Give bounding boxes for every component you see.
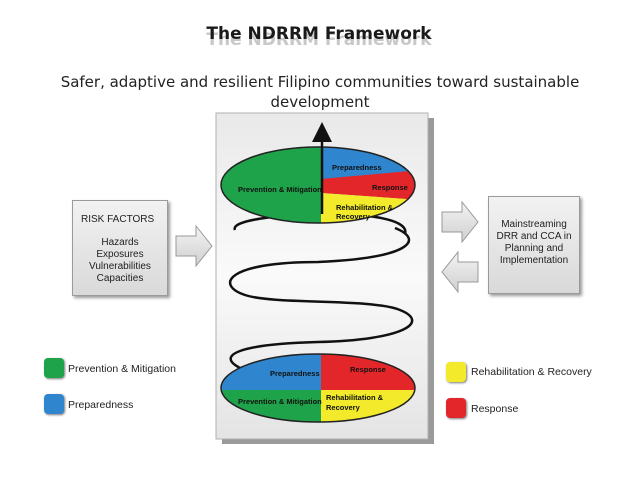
legend-label-prevention: Prevention & Mitigation <box>68 363 176 375</box>
risk-item: Vulnerabilities <box>89 261 151 272</box>
bottom-label-rehab-1: Rehabilitation & <box>326 393 384 402</box>
bottom-label-preparedness: Preparedness <box>270 369 320 378</box>
legend-swatch-prevention <box>44 358 64 378</box>
title-shadow: The NDRRM Framework <box>206 30 432 50</box>
legend-label-preparedness: Preparedness <box>68 399 134 411</box>
risk-factors-list: Hazards Exposures Vulnerabilities Capaci… <box>73 237 167 285</box>
legend-swatch-rehab <box>446 362 466 382</box>
legend-label-rehab: Rehabilitation & Recovery <box>471 366 592 378</box>
bottom-label-prevention: Prevention & Mitigation <box>238 397 322 406</box>
output-arrow <box>441 200 479 244</box>
top-label-response: Response <box>372 183 408 192</box>
top-label-rehab-1: Rehabilitation & <box>336 203 394 212</box>
bottom-ellipse-outline <box>220 353 416 423</box>
top-ellipse-outline <box>220 146 416 224</box>
top-label-rehab-2: Recovery <box>336 212 371 221</box>
mainstreaming-text: Mainstreaming DRR and CCA in Planning an… <box>489 219 579 267</box>
bottom-label-rehab-2: Recovery <box>326 403 361 412</box>
bottom-label-response: Response <box>350 365 386 374</box>
risk-item: Capacities <box>96 273 144 284</box>
top-label-prevention: Prevention & Mitigation <box>238 185 322 194</box>
top-label-preparedness: Preparedness <box>332 163 382 172</box>
risk-arrow <box>175 224 213 268</box>
risk-item: Exposures <box>96 249 144 260</box>
input-arrow <box>441 250 479 294</box>
legend-swatch-preparedness <box>44 394 64 414</box>
risk-item: Hazards <box>101 237 139 248</box>
mainstreaming-line: Mainstreaming <box>501 219 567 230</box>
risk-factors-heading: RISK FACTORS <box>81 214 155 225</box>
subtitle: Safer, adaptive and resilient Filipino c… <box>60 73 580 111</box>
mainstreaming-line: DRR and CCA in <box>496 231 572 242</box>
mainstreaming-line: Implementation <box>499 255 569 266</box>
legend-swatch-response <box>446 398 466 418</box>
risk-factors-box: RISK FACTORS Hazards Exposures Vulnerabi… <box>72 200 168 296</box>
mainstreaming-box: Mainstreaming DRR and CCA in Planning an… <box>488 196 580 294</box>
legend-label-response: Response <box>471 403 519 415</box>
page-title: The NDRRM Framework <box>206 24 432 44</box>
mainstreaming-line: Planning and <box>504 243 564 254</box>
